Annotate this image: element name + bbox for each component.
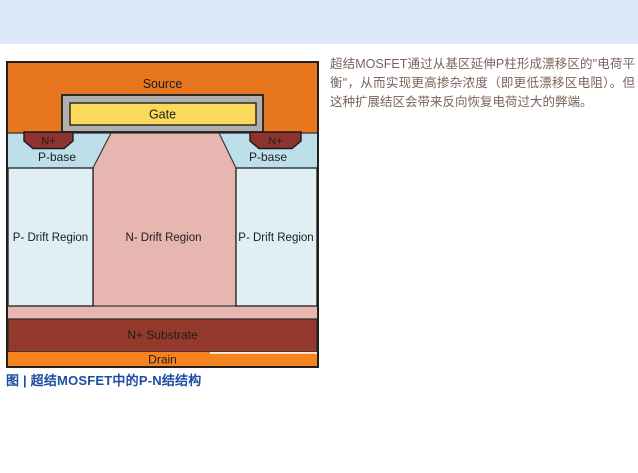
- mosfet-cross-section-figure: Source Gate N+ N+ P-base P-base P- Drift…: [6, 61, 319, 368]
- p-drift-right-label: P- Drift Region: [238, 232, 313, 244]
- substrate-label: N+ Substrate: [127, 328, 198, 342]
- p-drift-left-label: P- Drift Region: [13, 232, 88, 244]
- n-plus-right-region: [249, 131, 302, 150]
- source-label: Source: [143, 77, 183, 91]
- gate-region: [69, 102, 257, 126]
- figure-caption: 图 | 超结MOSFET中的P-N结结构: [6, 373, 202, 388]
- drain-label: Drain: [148, 353, 177, 367]
- n-drift-lower-band: [8, 305, 317, 319]
- gate-label: Gate: [149, 108, 176, 122]
- drain-boundary-highlight: [210, 352, 317, 354]
- mosfet-diagram: Source Gate N+ N+ P-base P-base P- Drift…: [6, 61, 319, 368]
- n-plus-right-label: N+: [268, 136, 282, 148]
- top-banner: [0, 0, 638, 44]
- n-plus-left-label: N+: [41, 136, 55, 148]
- p-base-right-label: P-base: [249, 150, 287, 164]
- diagram-border: [6, 61, 319, 368]
- n-drift-label: N- Drift Region: [125, 232, 201, 244]
- drain-region: [8, 352, 317, 366]
- p-drift-right-region: [235, 167, 318, 307]
- p-base-left-label: P-base: [38, 150, 76, 164]
- article-paragraph: 超结MOSFET通过从基区延伸P柱形成漂移区的"电荷平衡"，从而实现更高掺杂浓度…: [330, 57, 635, 109]
- n-drift-pillar: [92, 132, 237, 307]
- substrate-region: [7, 318, 318, 353]
